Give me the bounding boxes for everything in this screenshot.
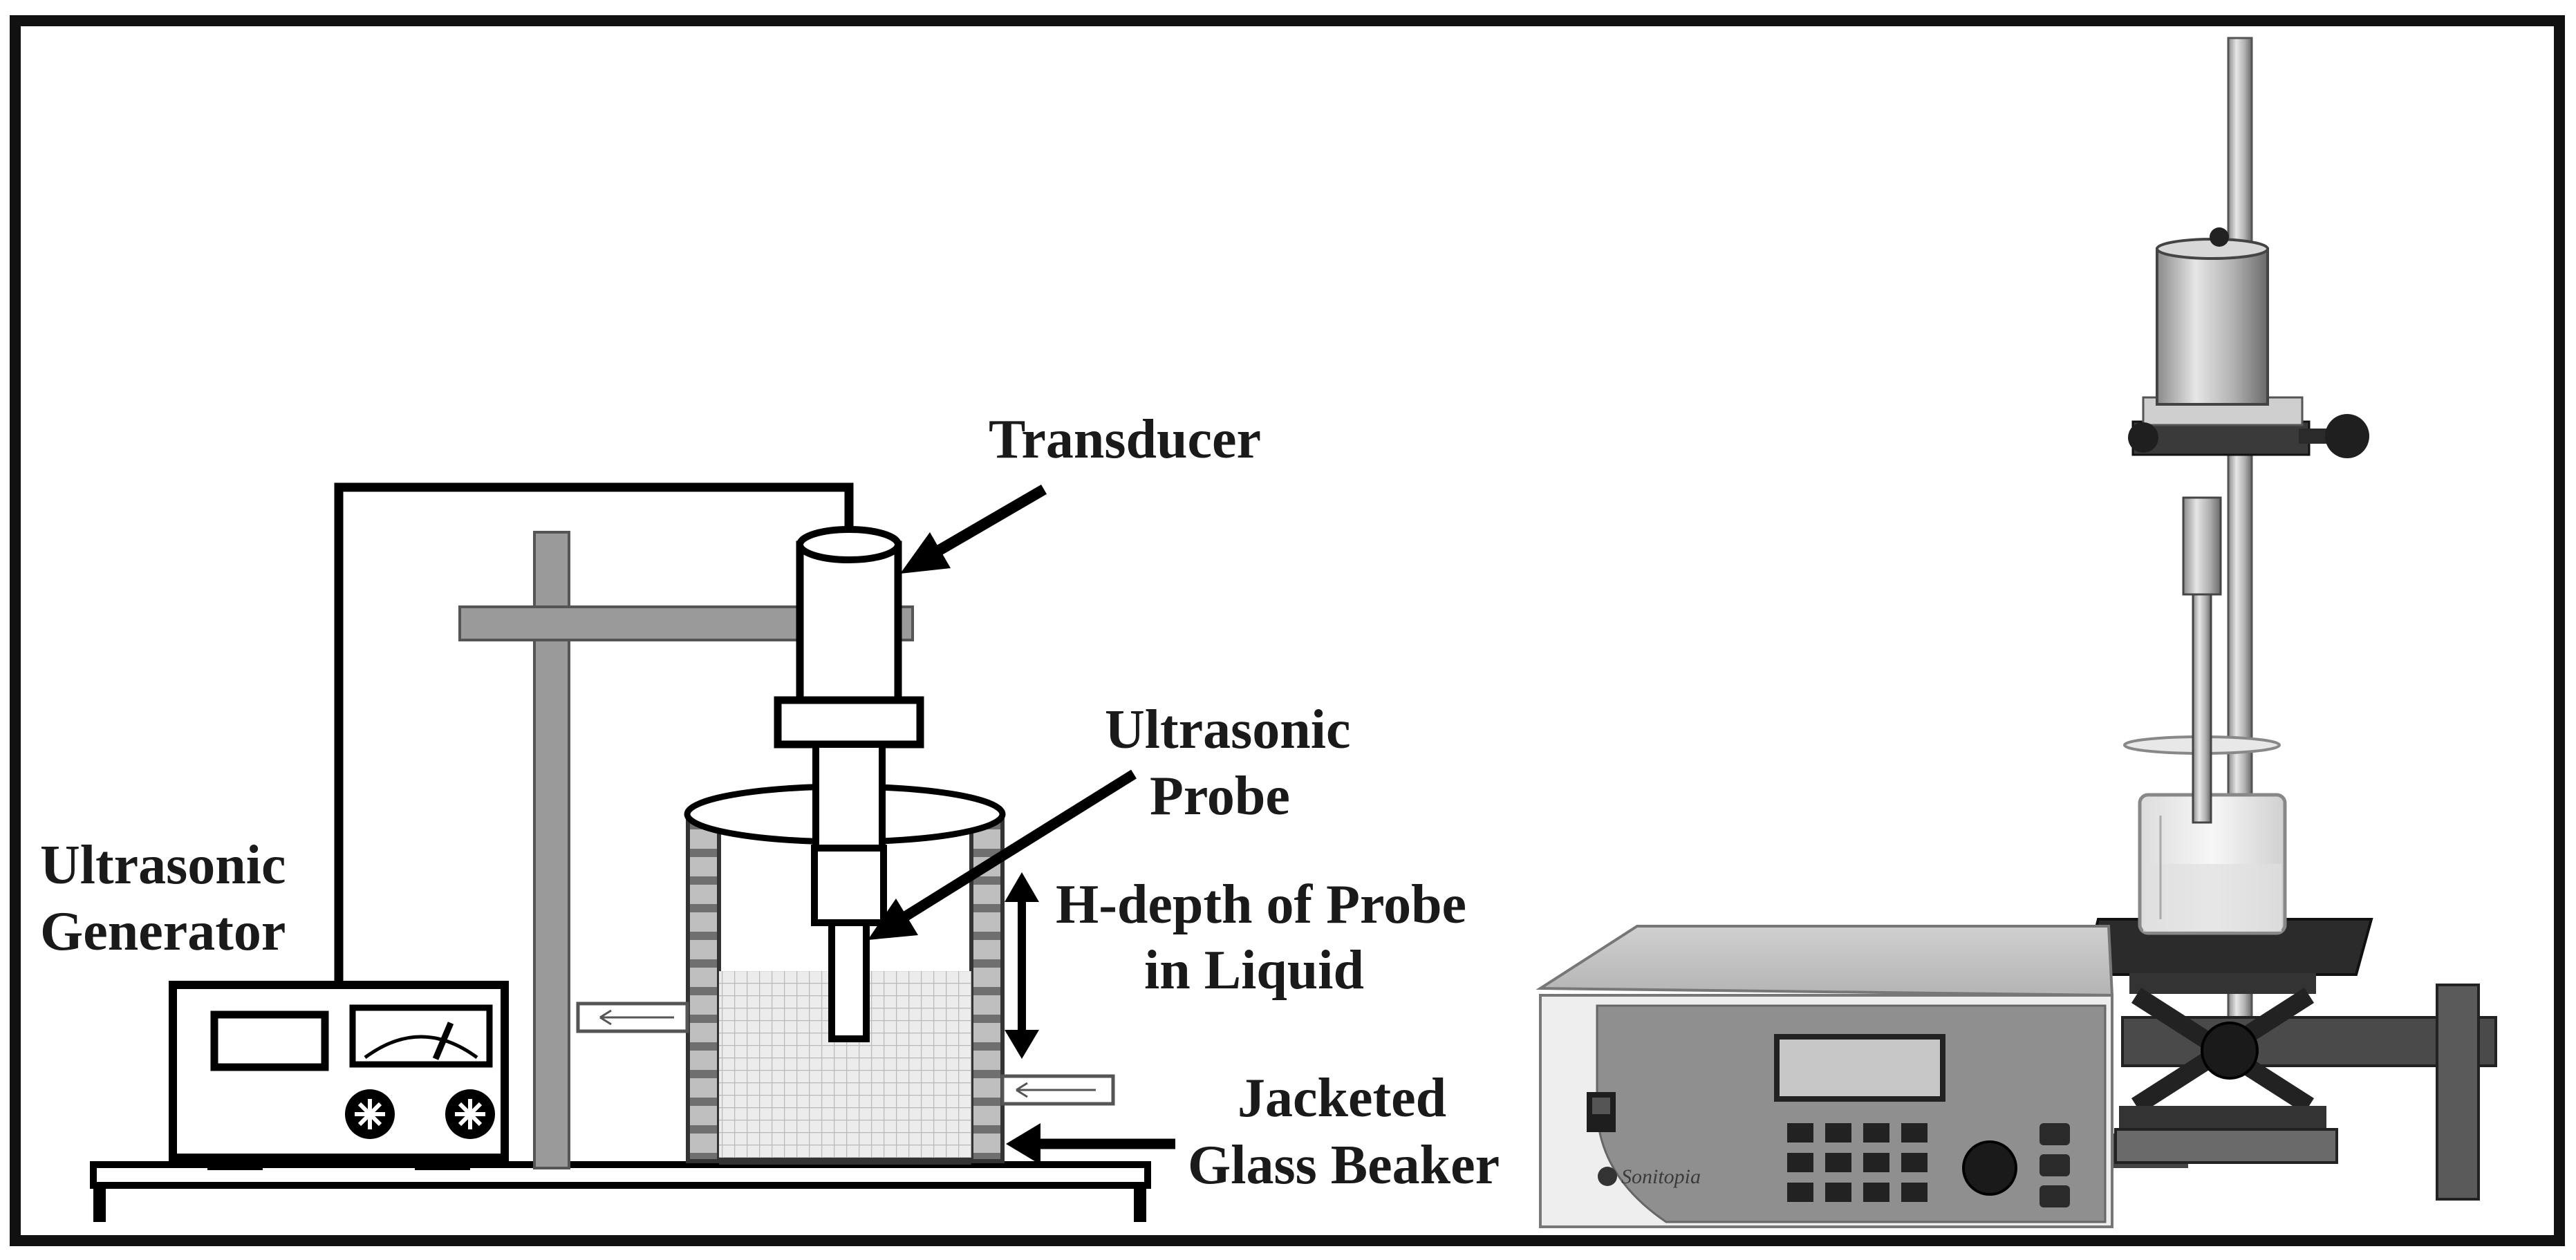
label-jacketed-beaker-line1: Jacketed xyxy=(1238,1068,1446,1129)
transducer-assembly xyxy=(774,526,924,1042)
photo-generator: Sonitopia xyxy=(1536,925,2114,1228)
brand-logo-text: Sonitopia xyxy=(1621,1165,1701,1188)
clamp-knob-left-icon xyxy=(2128,422,2158,453)
side-buttons xyxy=(2040,1123,2070,1207)
brand-logo-icon xyxy=(1598,1167,1617,1186)
water-outlet-port xyxy=(1000,1074,1115,1106)
beaker-arrow xyxy=(1006,1123,1175,1165)
label-h-depth-line1: H-depth of Probe xyxy=(1056,874,1466,935)
generator-knob-right xyxy=(445,1089,495,1139)
control-dial-icon xyxy=(1962,1140,2017,1196)
photo-transducer xyxy=(2156,227,2269,406)
schematic-diagram: Transducer Ultrasonic Probe Ultrasonic G… xyxy=(40,409,1500,1222)
analog-meter-icon xyxy=(349,1004,493,1068)
label-ultrasonic-probe-line1: Ultrasonic xyxy=(1105,699,1351,760)
label-jacketed-beaker-line2: Glass Beaker xyxy=(1188,1135,1500,1196)
label-ultrasonic-generator-line1: Ultrasonic xyxy=(40,835,286,896)
label-h-depth-line2: in Liquid xyxy=(1144,940,1364,1001)
photo-probe xyxy=(2192,586,2212,824)
clamp-knob-right-icon xyxy=(2325,414,2369,458)
photo-beaker xyxy=(2138,793,2287,935)
probe-tip xyxy=(828,919,870,1042)
label-ultrasonic-generator-line2: Generator xyxy=(40,901,286,962)
lcd-display xyxy=(1774,1034,1945,1102)
power-switch-icon xyxy=(1587,1092,1616,1132)
equipment-photo: Sonitopia xyxy=(1536,37,2497,1228)
keypad xyxy=(1787,1123,1928,1202)
transducer-arrow xyxy=(900,485,1047,574)
generator-knob-left xyxy=(345,1089,395,1139)
label-transducer: Transducer xyxy=(989,409,1261,470)
jack-knob-icon xyxy=(2201,1022,2259,1080)
lab-table xyxy=(90,1161,1151,1222)
h-depth-double-arrow xyxy=(1005,872,1039,1059)
label-ultrasonic-probe-line2: Probe xyxy=(1150,766,1290,827)
generator-cable xyxy=(334,482,854,987)
probe-arrow xyxy=(868,769,1137,940)
generator-display xyxy=(210,1010,329,1071)
ultrasonic-generator xyxy=(169,981,509,1170)
water-inlet-port xyxy=(576,1002,689,1033)
